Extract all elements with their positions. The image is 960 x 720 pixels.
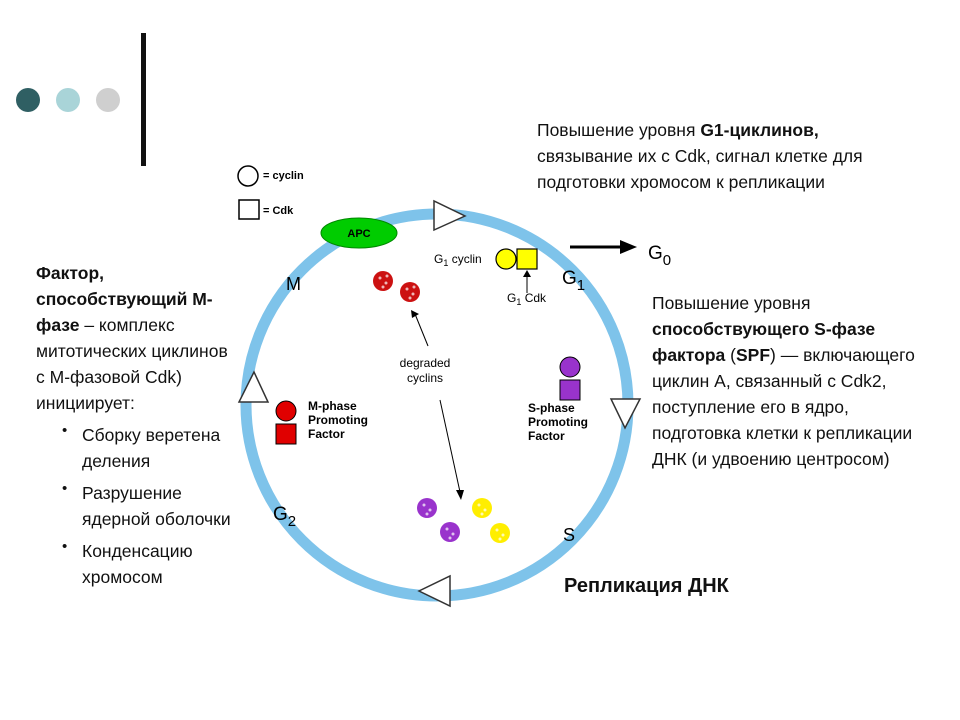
decor-vertical-bar bbox=[141, 33, 146, 166]
spf-desc-bold1: способствующего S-фазе фактора bbox=[652, 319, 876, 365]
g1-cdk-pointer-head bbox=[523, 270, 531, 277]
spf-desc-pre: Повышение уровня bbox=[652, 293, 811, 313]
bullet-text: Разрушение ядерной оболочки bbox=[82, 483, 231, 529]
decor-dot-gray bbox=[96, 88, 120, 112]
spf-label-line3: Factor bbox=[528, 429, 565, 443]
spf-desc-bold2: SPF bbox=[735, 345, 771, 365]
legend-cdk-label: = Cdk bbox=[263, 205, 294, 217]
arrowhead-left bbox=[237, 370, 270, 403]
g1-cyclin-description: Повышение уровня G1-циклинов, связывание… bbox=[537, 117, 917, 195]
bullet-mark: • bbox=[62, 480, 68, 497]
dna-replication-title: Репликация ДНК bbox=[564, 575, 729, 597]
g2-label: G2 bbox=[273, 504, 296, 530]
apc-label: APC bbox=[347, 228, 370, 240]
m-label: M bbox=[286, 274, 301, 294]
spf-cyclin-circle bbox=[559, 356, 581, 378]
g1-cyclin-post: cyclin bbox=[448, 252, 481, 266]
g1-cdk-label: G1 Cdk bbox=[507, 291, 547, 307]
g1-desc-bold: G1-циклинов, bbox=[700, 120, 819, 140]
g1-cyclin-sub: 1 bbox=[443, 258, 448, 268]
legend-cyclin-icon bbox=[237, 165, 259, 187]
bullet-mark: • bbox=[62, 538, 68, 555]
purple-cyclin-blob bbox=[440, 522, 460, 542]
yellow-cyclin-blob bbox=[472, 498, 492, 518]
g1-cdk-pre: G bbox=[507, 291, 516, 305]
degraded-red-cyclins bbox=[373, 271, 420, 302]
list-item: • Сборку веретена деления bbox=[36, 422, 236, 474]
mpf-description: Фактор, способствующий М-фазе – комплекс… bbox=[36, 260, 236, 590]
g1-letter: G bbox=[562, 268, 577, 289]
list-item: • Конденсацию хромосом bbox=[36, 538, 236, 590]
g1-cdk-post: Cdk bbox=[521, 291, 547, 305]
legend-cdk-icon bbox=[238, 199, 260, 220]
decor-dot-light bbox=[56, 88, 80, 112]
g0-letter: G bbox=[648, 243, 663, 264]
mpf-label-line1: M-phase bbox=[308, 399, 357, 413]
spf-desc-rest: ) — включающего циклин А, связанный с Cd… bbox=[652, 345, 915, 469]
g2-subscript: 2 bbox=[288, 513, 296, 530]
apc-ellipse bbox=[320, 217, 398, 249]
g1-cdk-square bbox=[516, 248, 538, 270]
bullet-mark: • bbox=[62, 422, 68, 439]
spf-label-line2: Promoting bbox=[528, 415, 588, 429]
degraded-arrow-up bbox=[414, 313, 429, 347]
mpf-cdk-square bbox=[275, 423, 297, 445]
mpf-desc-bold: Фактор, способствующий М-фазе bbox=[36, 263, 213, 335]
mpf-bullet-list: • Сборку веретена деления • Разрушение яде… bbox=[36, 422, 236, 590]
spf-cdk-square bbox=[559, 379, 581, 401]
g2-letter: G bbox=[273, 504, 288, 525]
legend-cyclin-label: = cyclin bbox=[263, 170, 304, 182]
arrowhead-bottom bbox=[417, 574, 451, 608]
g1-desc-pre: Повышение уровня bbox=[537, 120, 701, 140]
yellow-cyclin-blob bbox=[490, 523, 510, 543]
g0-label: G0 bbox=[648, 243, 671, 269]
g1-label: G1 bbox=[562, 268, 585, 294]
g1-cyclin-pre: G bbox=[434, 252, 443, 266]
g1-cdk-sub: 1 bbox=[516, 297, 521, 307]
arrowhead-top bbox=[433, 199, 467, 232]
mpf-desc-para: Фактор, способствующий М-фазе – комплекс… bbox=[36, 260, 236, 416]
degraded-arrow-up-head bbox=[411, 310, 419, 318]
bullet-text: Сборку веретена деления bbox=[82, 425, 221, 471]
g1-cyclin-circle bbox=[495, 248, 517, 270]
degraded-s-cyclins bbox=[417, 498, 510, 543]
decor-dot-dark bbox=[16, 88, 40, 112]
degraded-arrow-down-head bbox=[456, 490, 464, 500]
g1-desc-rest: связывание их с Cdk, сигнал клетке для п… bbox=[537, 146, 863, 192]
mpf-label-line3: Factor bbox=[308, 427, 345, 441]
degraded-label-line1: degraded bbox=[400, 356, 451, 370]
mpf-label-line2: Promoting bbox=[308, 413, 368, 427]
purple-cyclin-blob bbox=[417, 498, 437, 518]
degraded-label-line2: cyclins bbox=[407, 371, 443, 385]
g1-cyclin-label: G1 cyclin bbox=[434, 252, 482, 268]
g0-arrow-head bbox=[620, 240, 637, 254]
mpf-desc-rest: – комплекс митотических циклинов с М-фаз… bbox=[36, 315, 228, 413]
spf-desc-mid: ( bbox=[725, 345, 736, 365]
g0-subscript: 0 bbox=[663, 252, 671, 269]
degraded-arrow-down bbox=[439, 399, 461, 493]
arrowhead-right bbox=[609, 398, 642, 430]
spf-description: Повышение уровня способствующего S-фазе … bbox=[652, 290, 932, 472]
s-label: S bbox=[563, 525, 575, 545]
list-item: • Разрушение ядерной оболочки bbox=[36, 480, 236, 532]
bullet-text: Конденсацию хромосом bbox=[82, 541, 193, 587]
g1-subscript: 1 bbox=[577, 277, 585, 294]
mpf-cyclin-circle bbox=[275, 400, 297, 422]
spf-label-line1: S-phase bbox=[528, 401, 575, 415]
